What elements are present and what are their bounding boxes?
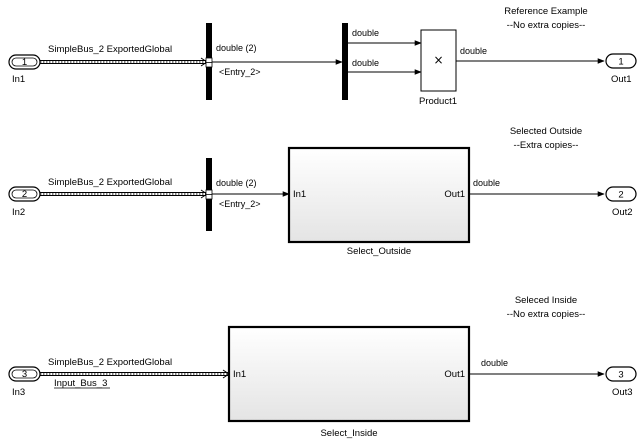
subsystem-output-port: Out1 — [444, 189, 465, 200]
selector-signal-name: <Entry_2> — [219, 199, 261, 209]
selector-output-type: double (2) — [216, 178, 257, 188]
outport-number: 2 — [618, 190, 623, 201]
annotation-title: Selected Outside — [510, 126, 582, 137]
outport-out1[interactable]: 1 — [605, 53, 637, 69]
bus-label: SimpleBus_2 ExportedGlobal — [48, 177, 172, 188]
subsystem-input-port: In1 — [293, 189, 306, 200]
subsystem-output-port: Out1 — [444, 369, 465, 380]
inport-number: 2 — [22, 189, 27, 200]
subsystem-select-outside[interactable]: In1 Out1 — [287, 146, 471, 244]
annotation-title: Seleced Inside — [515, 295, 577, 306]
bus-signal-name: Input_Bus_3 — [54, 378, 107, 389]
outport-number: 1 — [618, 57, 623, 68]
signal-type-label: double — [473, 178, 500, 188]
demux-block[interactable] — [342, 23, 348, 100]
signal-type-label: double — [460, 46, 487, 56]
subsystem-label: Select_Outside — [347, 246, 411, 257]
inport-number: 3 — [22, 369, 27, 380]
bus-line[interactable] — [40, 189, 208, 199]
demux-output-label: double — [352, 58, 379, 68]
annotation-subtitle: --No extra copies-- — [507, 309, 586, 320]
annotation-subtitle: --No extra copies-- — [507, 20, 586, 31]
outport-label: Out2 — [612, 207, 633, 218]
demux-output-label: double — [352, 28, 379, 38]
annotation-subtitle: --Extra copies-- — [514, 140, 579, 151]
outport-label: Out3 — [612, 387, 633, 398]
selector-signal-name: <Entry_2> — [219, 67, 261, 77]
signal-type-label: double — [481, 358, 508, 368]
multiply-icon: × — [433, 53, 443, 67]
inport-in3[interactable]: 3 — [8, 366, 41, 382]
outport-out3[interactable]: 3 — [605, 366, 637, 382]
bus-selector[interactable] — [205, 23, 213, 100]
subsystem-select-inside[interactable]: In1 Out1 — [227, 325, 471, 423]
selector-output-type: double (2) — [216, 43, 257, 53]
inport-label: In3 — [12, 387, 25, 398]
inport-label: In2 — [12, 207, 25, 218]
bus-line[interactable] — [40, 369, 230, 379]
product-label: Product1 — [419, 96, 457, 107]
inport-in2[interactable]: 2 — [8, 186, 41, 202]
subsystem-label: Select_Inside — [320, 428, 377, 439]
annotation-title: Reference Example — [504, 6, 587, 17]
bus-label: SimpleBus_2 ExportedGlobal — [48, 357, 172, 368]
bus-selector[interactable] — [205, 158, 213, 231]
inport-number: 1 — [22, 57, 27, 68]
bus-line[interactable] — [40, 57, 208, 67]
outport-label: Out1 — [611, 74, 632, 85]
bus-label: SimpleBus_2 ExportedGlobal — [48, 44, 172, 55]
subsystem-input-port: In1 — [233, 369, 246, 380]
inport-in1[interactable]: 1 — [8, 54, 41, 70]
outport-number: 3 — [618, 370, 623, 381]
outport-out2[interactable]: 2 — [605, 186, 637, 202]
inport-label: In1 — [12, 74, 25, 85]
